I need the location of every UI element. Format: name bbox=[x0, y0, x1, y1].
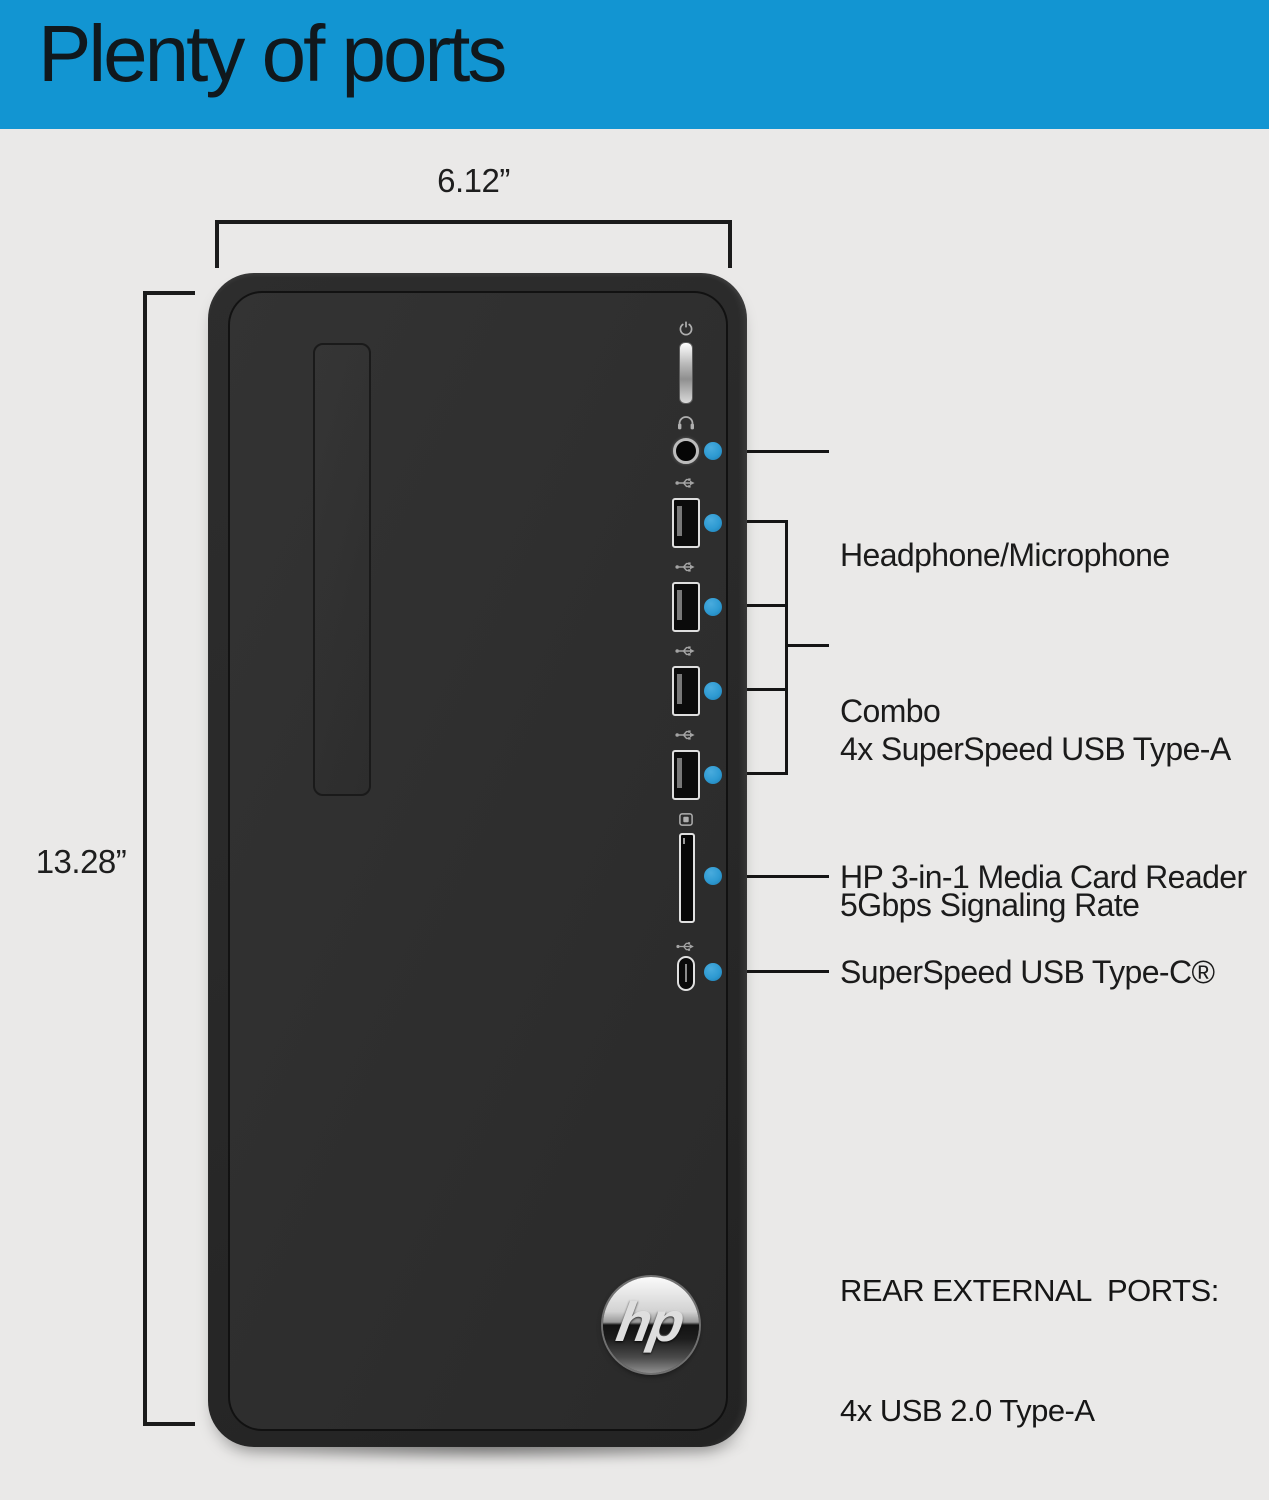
label-usb-a-line1: 4x SuperSpeed USB Type-A bbox=[840, 731, 1231, 767]
hp-logo-text: hp bbox=[611, 1289, 688, 1353]
callout-stub-usb2 bbox=[747, 604, 787, 607]
label-audio-line1: Headphone/Microphone bbox=[840, 537, 1170, 573]
power-button bbox=[679, 342, 693, 404]
callout-bracket-usb bbox=[785, 520, 788, 775]
label-audio-line2: Combo bbox=[840, 693, 941, 729]
port-indicator-dot-usbc bbox=[704, 963, 722, 981]
label-usb-a-line2: 5Gbps Signaling Rate bbox=[840, 887, 1140, 923]
label-usb-a: 4x SuperSpeed USB Type-A 5Gbps Signaling… bbox=[840, 619, 1231, 1035]
height-dimension-tick-bottom bbox=[143, 1422, 195, 1426]
header-banner: Plenty of ports bbox=[0, 0, 1269, 129]
hp-logo: hp bbox=[603, 1277, 699, 1373]
hp-tower: hp bbox=[208, 273, 747, 1447]
usb-c-port bbox=[677, 956, 695, 991]
usb-ss-icon bbox=[675, 478, 695, 488]
label-card-reader: HP 3-in-1 Media Card Reader bbox=[840, 859, 1247, 895]
width-dimension-tick-left bbox=[215, 220, 219, 268]
label-audio: Headphone/Microphone Combo bbox=[840, 425, 1170, 841]
port-indicator-dot-audio bbox=[704, 442, 722, 460]
callout-line-audio bbox=[747, 450, 829, 453]
height-dimension-line bbox=[143, 291, 147, 1426]
usb-a-port-1 bbox=[672, 498, 700, 548]
usb-c-ss-icon bbox=[676, 942, 694, 951]
height-dimension-tick-top bbox=[143, 291, 195, 295]
optical-drive-bay bbox=[313, 343, 371, 796]
rear-ports-text: REAR EXTERNAL PORTS: 4x USB 2.0 Type-A H… bbox=[840, 1191, 1219, 1500]
callout-line-usb bbox=[785, 644, 829, 647]
usb-ss-icon bbox=[675, 646, 695, 656]
tower-front-panel bbox=[228, 291, 728, 1431]
port-indicator-dot-usb1 bbox=[704, 514, 722, 532]
rear-ports-line-usb: 4x USB 2.0 Type-A bbox=[840, 1393, 1095, 1428]
callout-line-card bbox=[747, 875, 829, 878]
usb-ss-icon bbox=[675, 730, 695, 740]
power-icon bbox=[679, 321, 693, 336]
width-dimension-tick-right bbox=[728, 220, 732, 268]
usb-a-port-4 bbox=[672, 750, 700, 800]
port-indicator-dot-usb2 bbox=[704, 598, 722, 616]
label-usb-c: SuperSpeed USB Type-C® bbox=[840, 954, 1215, 990]
rear-ports-heading: REAR EXTERNAL PORTS: bbox=[840, 1273, 1219, 1308]
headphone-jack-port bbox=[673, 438, 699, 464]
card-reader-icon bbox=[679, 813, 693, 826]
page-title: Plenty of ports bbox=[38, 9, 507, 98]
media-card-reader-slot bbox=[679, 833, 695, 923]
usb-ss-icon bbox=[675, 562, 695, 572]
width-dimension-label: 6.12” bbox=[437, 162, 510, 199]
usb-a-port-2 bbox=[672, 582, 700, 632]
callout-stub-usb4 bbox=[747, 772, 787, 775]
port-indicator-dot-usb4 bbox=[704, 766, 722, 784]
usb-a-port-3 bbox=[672, 666, 700, 716]
headphone-icon bbox=[678, 416, 694, 430]
port-indicator-dot-usb3 bbox=[704, 682, 722, 700]
callout-stub-usb3 bbox=[747, 688, 787, 691]
callout-line-usbc bbox=[747, 970, 829, 973]
height-dimension-label: 13.28” bbox=[35, 843, 127, 880]
port-indicator-dot-card bbox=[704, 867, 722, 885]
width-dimension-line bbox=[215, 220, 732, 224]
callout-stub-usb1 bbox=[747, 520, 787, 523]
